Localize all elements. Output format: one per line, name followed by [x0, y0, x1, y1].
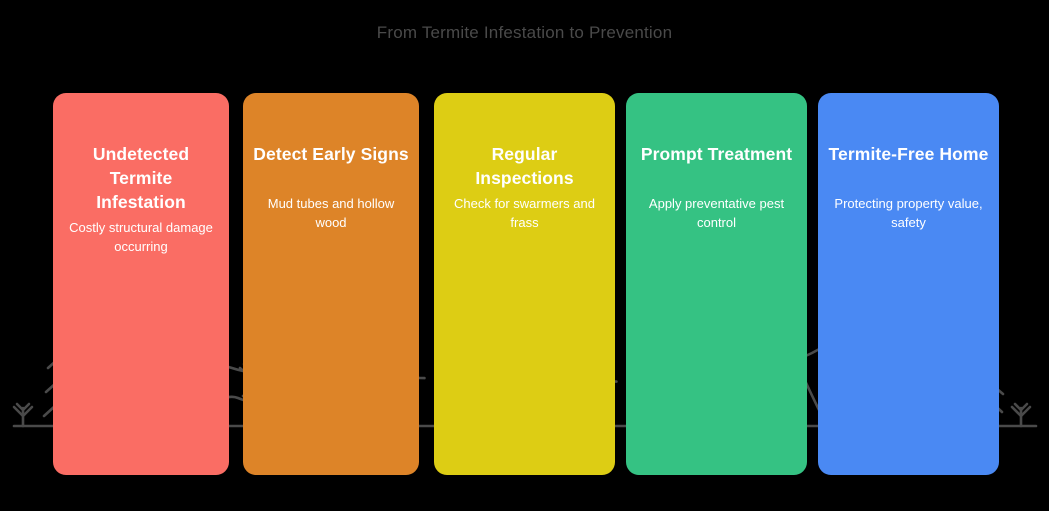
- sapling: [1010, 402, 1032, 428]
- stage-subtitle: Protecting property value, safety: [834, 196, 983, 230]
- stage-title: Termite-Free Home: [828, 144, 989, 164]
- stage-title: Regular Inspections: [475, 144, 574, 188]
- sapling: [12, 402, 34, 428]
- stage-title: Prompt Treatment: [640, 144, 793, 164]
- stage-title: Undetected Termite Infestation: [92, 144, 190, 212]
- stage-card-regular-inspections[interactable]: Regular Inspections Check for swarmers a…: [434, 93, 615, 475]
- page-title: From Termite Infestation to Prevention: [376, 23, 673, 42]
- stage-card-detect-early-signs[interactable]: Detect Early Signs Mud tubes and hollow …: [243, 93, 419, 475]
- stage-card-termite-free-home[interactable]: Termite-Free Home Protecting property va…: [818, 93, 999, 475]
- stage-subtitle: Apply preventative pest control: [648, 196, 785, 230]
- stage-card-undetected-termite-infestation[interactable]: Undetected Termite Infestation Costly st…: [53, 93, 229, 475]
- stage-subtitle: Check for swarmers and frass: [454, 196, 595, 230]
- stage-card-prompt-treatment[interactable]: Prompt Treatment Apply preventative pest…: [626, 93, 807, 475]
- stage-title: Detect Early Signs: [253, 144, 409, 164]
- stage-subtitle: Mud tubes and hollow wood: [267, 196, 395, 230]
- stage-subtitle: Costly structural damage occurring: [69, 220, 213, 254]
